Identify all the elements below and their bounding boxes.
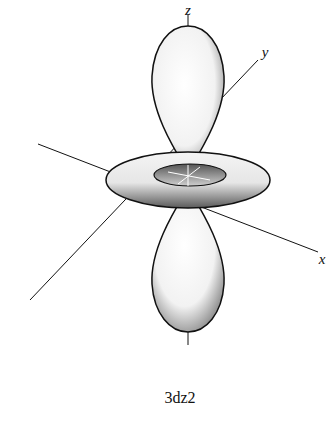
torus-ring <box>106 152 270 208</box>
upper-lobe <box>152 26 224 172</box>
axis-label: x <box>319 252 326 267</box>
axis-label: z <box>185 3 191 18</box>
y-axis-inner <box>178 167 200 184</box>
orbital-caption: 3dz2 <box>164 390 195 406</box>
axis-label: y <box>262 45 269 60</box>
torus-hole <box>154 164 226 186</box>
lower-lobe <box>152 188 224 332</box>
